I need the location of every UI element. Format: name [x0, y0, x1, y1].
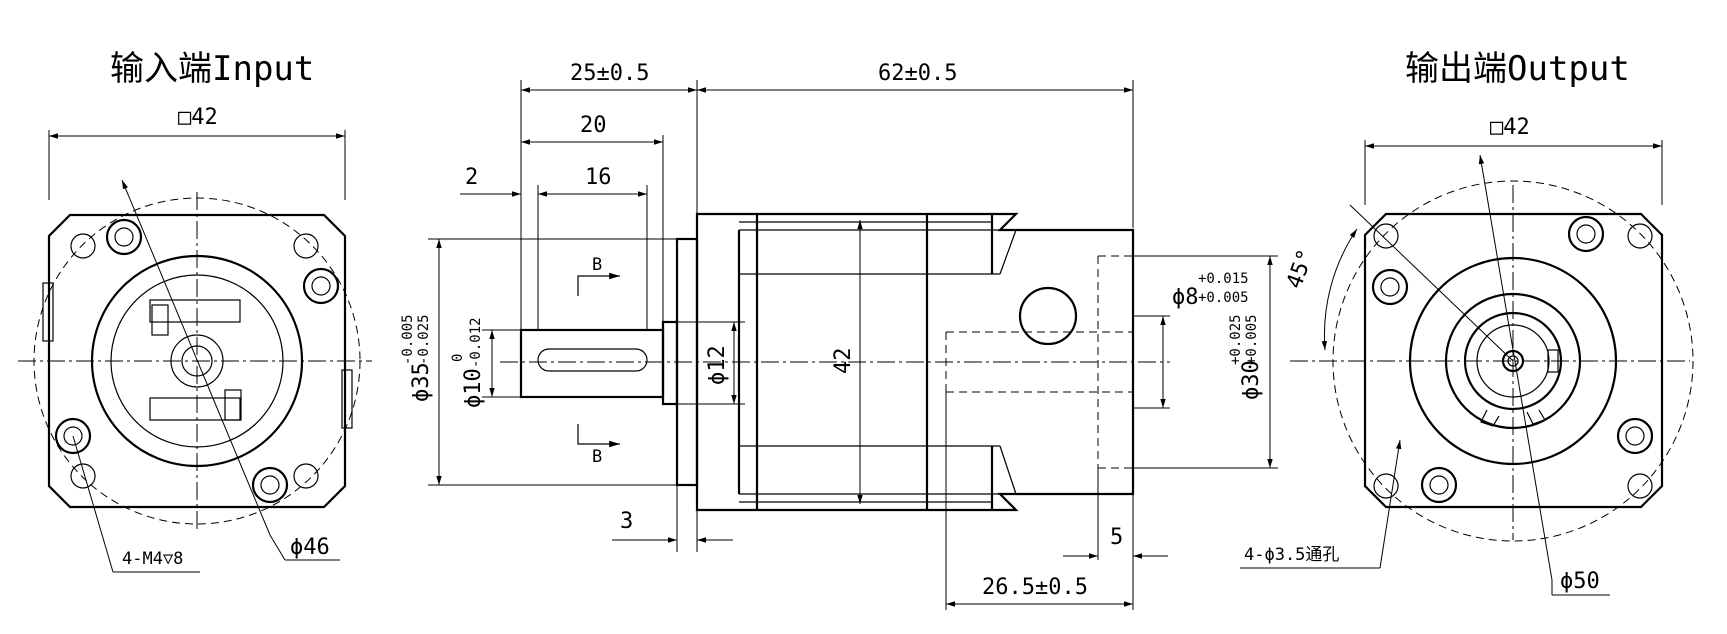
output-end-view: 输出端Output □42 [1240, 49, 1694, 596]
output-shaft-tolerance-upper: +0.015 [1198, 271, 1249, 287]
output-square-dimension-label: □42 [1490, 115, 1530, 140]
shaft-tolerance-lower: -0.012 [468, 317, 484, 368]
input-mounting-hole [54, 417, 92, 455]
output-shaft-tolerance-lower: +0.005 [1198, 290, 1249, 306]
angle-label: 45° [1282, 246, 1319, 292]
body-height-dimension: 42 [831, 348, 856, 375]
input-pcd-label: ϕ46 [290, 535, 330, 560]
input-thread-label: 4-M4▽8 [122, 549, 183, 569]
output-shaft-diameter-dimension: ϕ8 [1172, 285, 1199, 310]
input-mounting-hole [105, 218, 143, 256]
output-mounting-hole [1616, 417, 1654, 455]
access-hole [1018, 286, 1078, 346]
collar-diameter-dimension: ϕ12 [705, 345, 730, 385]
shaft-length-dimension: 25±0.5 [570, 61, 649, 86]
output-mounting-hole [1371, 268, 1409, 306]
output-body-circle [1408, 256, 1618, 466]
input-shaft [519, 328, 665, 399]
input-view-title: 输入端Input [110, 49, 314, 89]
output-mounting-hole [1420, 466, 1458, 504]
section-mark-bottom: B [592, 447, 602, 467]
input-end-view: 输入端Input □42 [18, 49, 372, 573]
input-flange-outline [47, 213, 347, 509]
pilot-diameter-dimension: ϕ30 [1239, 360, 1264, 400]
shaft-tolerance-upper: 0 [450, 354, 466, 362]
key-16-dimension: 16 [585, 165, 612, 190]
input-square-dimension-label: □42 [178, 105, 218, 130]
pilot-tolerance-lower: +0.005 [1244, 314, 1260, 365]
section-mark-top: B [592, 255, 602, 275]
shaft-diameter-dimension: ϕ10 [461, 368, 486, 408]
input-mounting-hole [302, 267, 340, 305]
flange-thickness-dimension: 3 [620, 509, 633, 534]
flange-tolerance-upper: -0.005 [400, 314, 416, 365]
pilot-depth-dimension: 5 [1110, 525, 1123, 550]
output-through-hole [1373, 473, 1399, 499]
pilot-tolerance-upper: +0.025 [1228, 314, 1244, 365]
flange-tolerance-lower: -0.025 [416, 314, 432, 365]
output-mounting-hole [1567, 215, 1605, 253]
output-flange-outline [1363, 212, 1664, 509]
input-mounting-hole [251, 466, 289, 504]
input-body-circle [90, 254, 304, 468]
output-through-hole [1373, 223, 1399, 249]
key-offset-2-dimension: 2 [465, 165, 478, 190]
output-view-title: 输出端Output [1405, 49, 1630, 89]
output-shaft-length-dimension: 26.5±0.5 [982, 575, 1088, 600]
shaft-20-dimension: 20 [580, 113, 607, 138]
output-through-hole [1627, 473, 1653, 499]
output-pcd-label: ϕ50 [1560, 569, 1600, 594]
flange-diameter-dimension: ϕ35 [409, 362, 434, 402]
body-length-dimension: 62±0.5 [878, 61, 957, 86]
output-through-hole [1627, 223, 1653, 249]
output-hole-label: 4-ϕ3.5通孔 [1244, 545, 1339, 565]
gearbox-side-view: 25±0.5 62±0.5 20 16 2 [400, 61, 1278, 610]
shaft-key [537, 348, 648, 372]
